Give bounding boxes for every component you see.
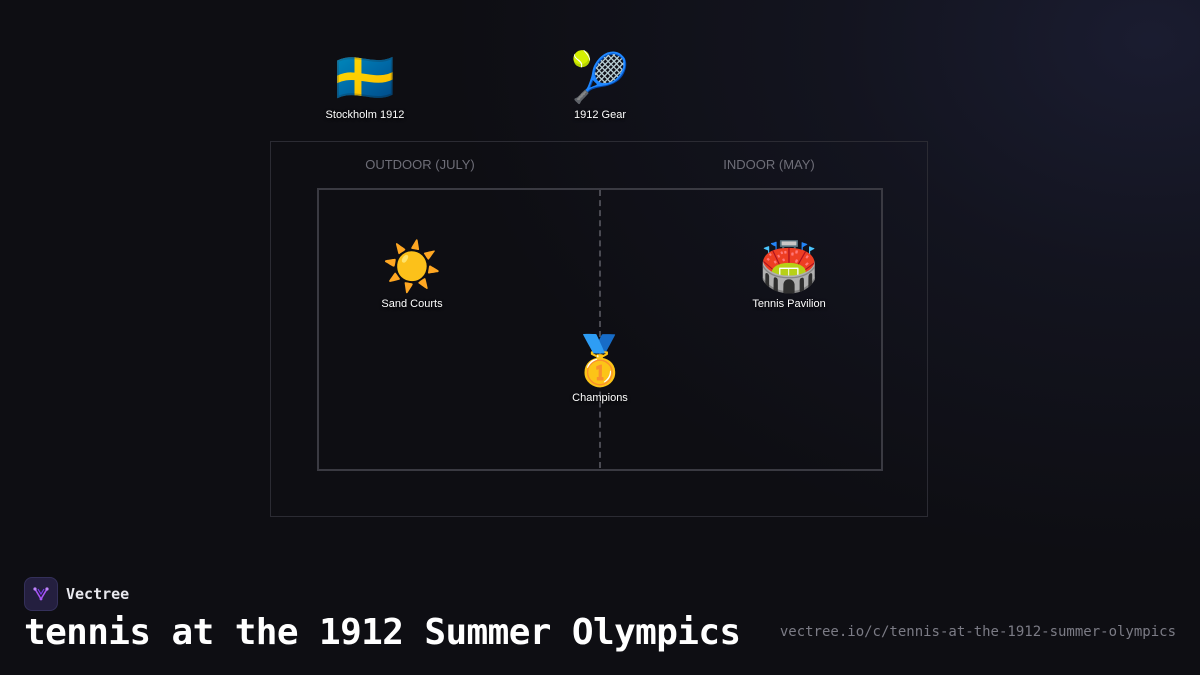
page-title: tennis at the 1912 Summer Olympics [24,612,741,653]
node-label: Sand Courts [381,298,443,310]
node-label: Stockholm 1912 [325,109,405,121]
node-stockholm-1912: 🇸🇪 Stockholm 1912 [285,50,445,121]
node-label: Champions [572,392,628,404]
node-label: Tennis Pavilion [752,298,826,310]
gold-medal-icon: 🥇 [570,333,630,389]
diagram-outer-frame [270,141,928,517]
node-1912-gear: 🎾 1912 Gear [520,50,680,121]
brand-name: Vectree [66,585,130,603]
zone-divider [599,190,601,468]
vectree-logo-icon [24,577,58,611]
zone-title-indoor: INDOOR (MAY) [723,157,815,172]
zone-title-outdoor: OUTDOOR (JULY) [365,157,475,172]
node-sand-courts: ☀️ Sand Courts [332,239,492,310]
node-tennis-pavilion: 🏟️ Tennis Pavilion [709,239,869,310]
brand: Vectree [24,577,129,611]
stadium-icon: 🏟️ [759,239,819,295]
page-url[interactable]: vectree.io/c/tennis-at-the-1912-summer-o… [779,624,1176,640]
tennis-icon: 🎾 [570,50,630,106]
diagram-inner-frame [317,188,883,471]
sun-icon: ☀️ [382,239,442,295]
node-champions: 🥇 Champions [520,333,680,404]
node-label: 1912 Gear [574,109,626,121]
swedish-flag-icon: 🇸🇪 [335,50,395,106]
